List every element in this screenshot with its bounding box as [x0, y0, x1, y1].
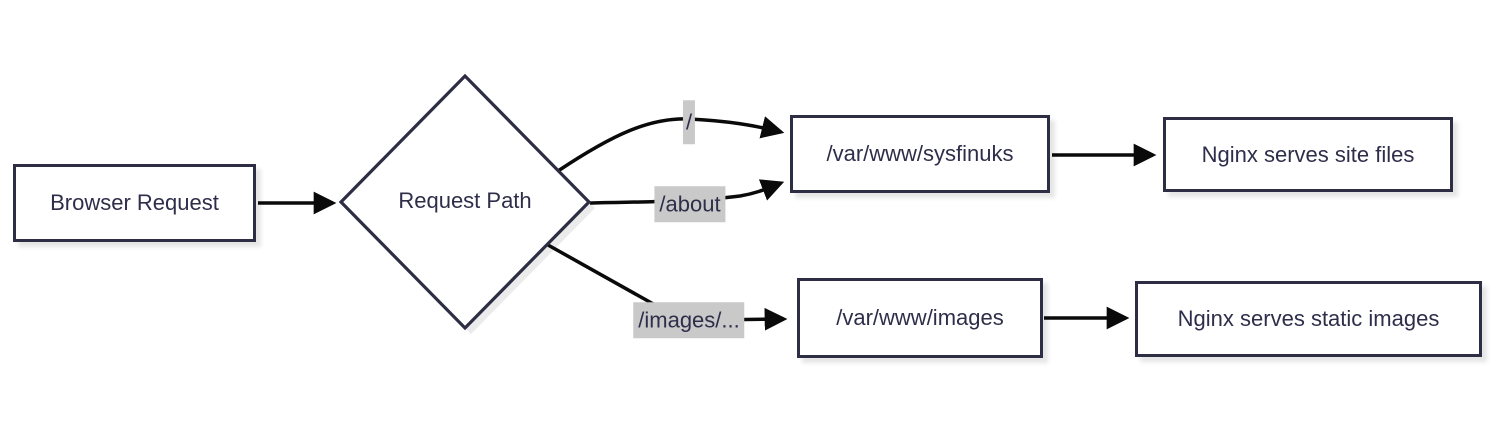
node-browser-request-label: Browser Request: [50, 190, 219, 215]
edge-label-images: /images/...: [633, 302, 745, 338]
edge-label-root: /: [682, 100, 696, 144]
node-var-www-images: /var/www/images: [797, 278, 1043, 358]
node-nginx-serves-static-images-label: Nginx serves static images: [1177, 306, 1440, 331]
node-var-www-images-label: /var/www/images: [836, 305, 1004, 330]
edge-root-to-sysfinuks: [557, 116, 785, 173]
request-path-diamond: [338, 73, 592, 331]
node-browser-request: Browser Request: [13, 164, 256, 242]
edge-label-about: /about: [654, 186, 726, 222]
node-nginx-serves-site-files-label: Nginx serves site files: [1201, 141, 1415, 167]
node-var-www-sysfinuks: /var/www/sysfinuks: [790, 115, 1050, 193]
node-nginx-serves-site-files: Nginx serves site files: [1163, 117, 1453, 192]
node-nginx-serves-static-images: Nginx serves static images: [1135, 281, 1482, 357]
node-request-path-label: Request Path: [398, 188, 532, 213]
node-var-www-sysfinuks-label: /var/www/sysfinuks: [826, 141, 1014, 166]
edge-about-to-sysfinuks: [589, 179, 785, 205]
